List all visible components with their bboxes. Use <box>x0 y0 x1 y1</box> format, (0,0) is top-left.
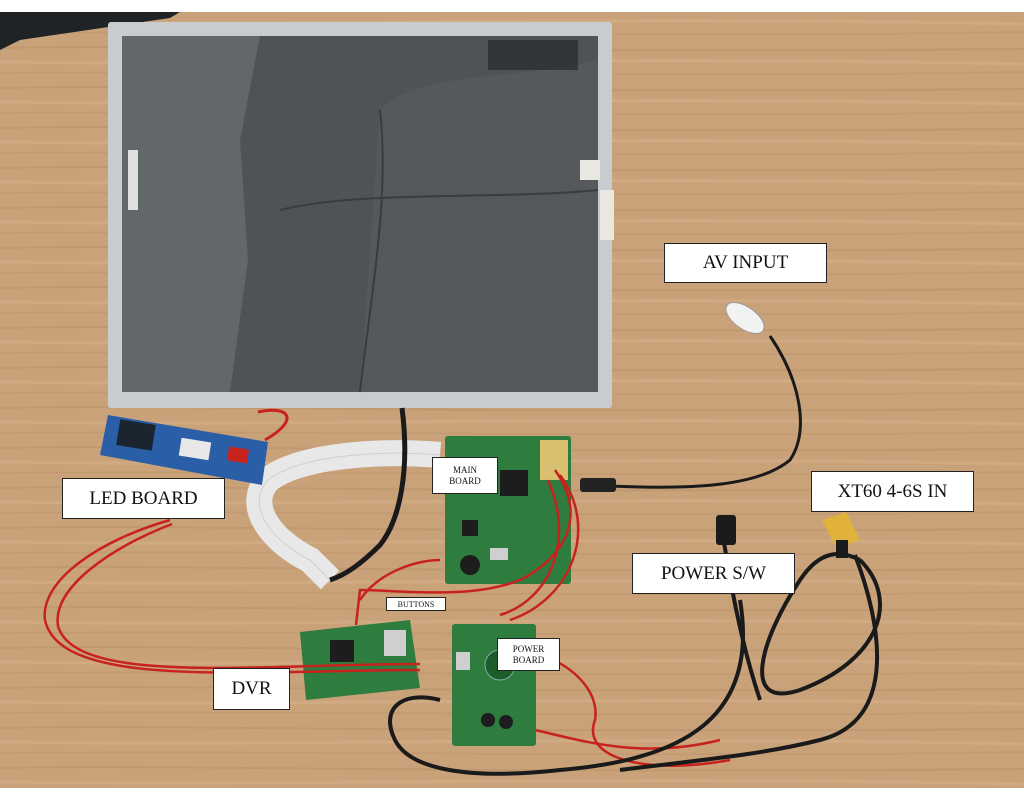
black-wires <box>388 529 882 776</box>
power-sw-label: POWER S/W <box>632 553 795 594</box>
main-board-label-line1: MAIN <box>453 464 477 475</box>
buttons-label: BUTTONS <box>386 597 446 611</box>
main-board-label: MAIN BOARD <box>432 457 498 494</box>
led-board <box>100 408 289 485</box>
lcd-panel <box>108 22 614 408</box>
xt60-label: XT60 4-6S IN <box>811 471 974 512</box>
xt60-connector <box>822 512 860 558</box>
main-board-label-line2: BOARD <box>449 475 481 486</box>
led-board-label: LED BOARD <box>62 478 225 519</box>
power-switch-connector <box>716 515 736 545</box>
power-board-label: POWER BOARD <box>497 638 560 671</box>
dvr-label: DVR <box>213 668 290 710</box>
av-input-label: AV INPUT <box>664 243 827 283</box>
power-board-label-line2: BOARD <box>512 654 545 665</box>
av-cable <box>580 301 802 492</box>
dvr-board <box>300 620 420 700</box>
power-board-label-line1: POWER <box>512 643 545 654</box>
